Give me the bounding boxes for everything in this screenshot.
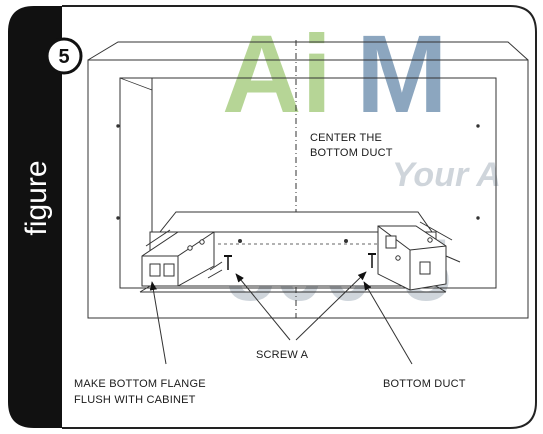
figure-word: figure [20, 160, 53, 235]
screw-a-left [224, 255, 232, 270]
figure-number: 5 [58, 46, 69, 68]
label-screw-a: SCREW A [256, 349, 309, 361]
watermark-logo-m: M [356, 13, 448, 136]
leader-screw-right [295, 271, 367, 341]
figure-sidebar [8, 6, 62, 428]
screw-a-right [368, 253, 376, 268]
watermark-slogan: Your A [392, 156, 501, 194]
label-flange-line1: MAKE BOTTOM FLANGE [74, 378, 206, 390]
leader-lines [149, 271, 413, 365]
right-flange [377, 221, 461, 291]
label-center-line1: CENTER THE [310, 132, 382, 144]
frame-border [62, 5, 537, 429]
cabinet [87, 41, 529, 319]
label-center-line2: BOTTOM DUCT [310, 147, 393, 159]
label-flange-line2: FLUSH WITH CABINET [74, 394, 196, 406]
leader-flange [149, 281, 167, 365]
cabinet-outer [87, 59, 529, 319]
figure-number-badge [45, 37, 83, 75]
label-bottom-duct: BOTTOM DUCT [383, 378, 466, 390]
leader-duct [363, 281, 413, 365]
bottom-duct [139, 211, 461, 293]
left-flange [141, 229, 223, 287]
watermark-logo-ai: Ai [222, 13, 332, 136]
leader-screw-left [235, 273, 291, 341]
cabinet-inner [119, 77, 497, 289]
cabinet-top-edge [87, 41, 529, 61]
